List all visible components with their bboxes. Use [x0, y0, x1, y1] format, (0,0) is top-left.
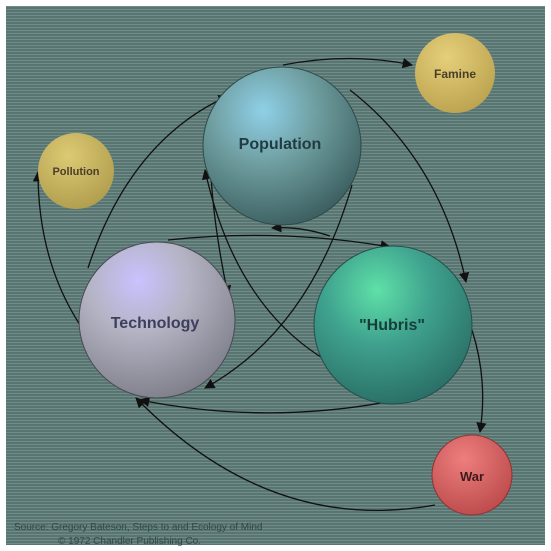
node-war: War [431, 434, 513, 516]
pollution-label: Pollution [52, 166, 99, 178]
feedback-arrows [32, 57, 487, 511]
node-famine: Famine [415, 33, 495, 113]
source-credit: Source: Gregory Bateson, Steps to and Ec… [14, 522, 263, 533]
war-label: War [460, 469, 484, 484]
arrow-hubris-to-population-mid [270, 222, 331, 237]
arrow-technology-to-hubris [167, 234, 392, 251]
copyright-credit: © 1972 Chandler Publishing Co. [58, 536, 202, 547]
node-hubris: "Hubris" [313, 245, 473, 405]
arrow-technology-to-pollution [32, 170, 81, 326]
node-technology: Technology [78, 241, 236, 399]
arrow-population-to-technology-lower [204, 184, 353, 389]
arrow-technology-to-population [87, 95, 229, 269]
famine-label: Famine [434, 67, 476, 81]
arrow-population-to-hubris [349, 89, 470, 284]
arrow-hubris-to-war [471, 329, 487, 434]
arrow-war-to-technology [135, 397, 436, 511]
node-population: Population [202, 66, 362, 226]
hubris-label: "Hubris" [359, 317, 425, 334]
population-label: Population [239, 136, 322, 153]
arrow-population-to-famine [282, 57, 414, 69]
technology-label: Technology [111, 315, 200, 332]
node-pollution: Pollution [38, 133, 114, 209]
